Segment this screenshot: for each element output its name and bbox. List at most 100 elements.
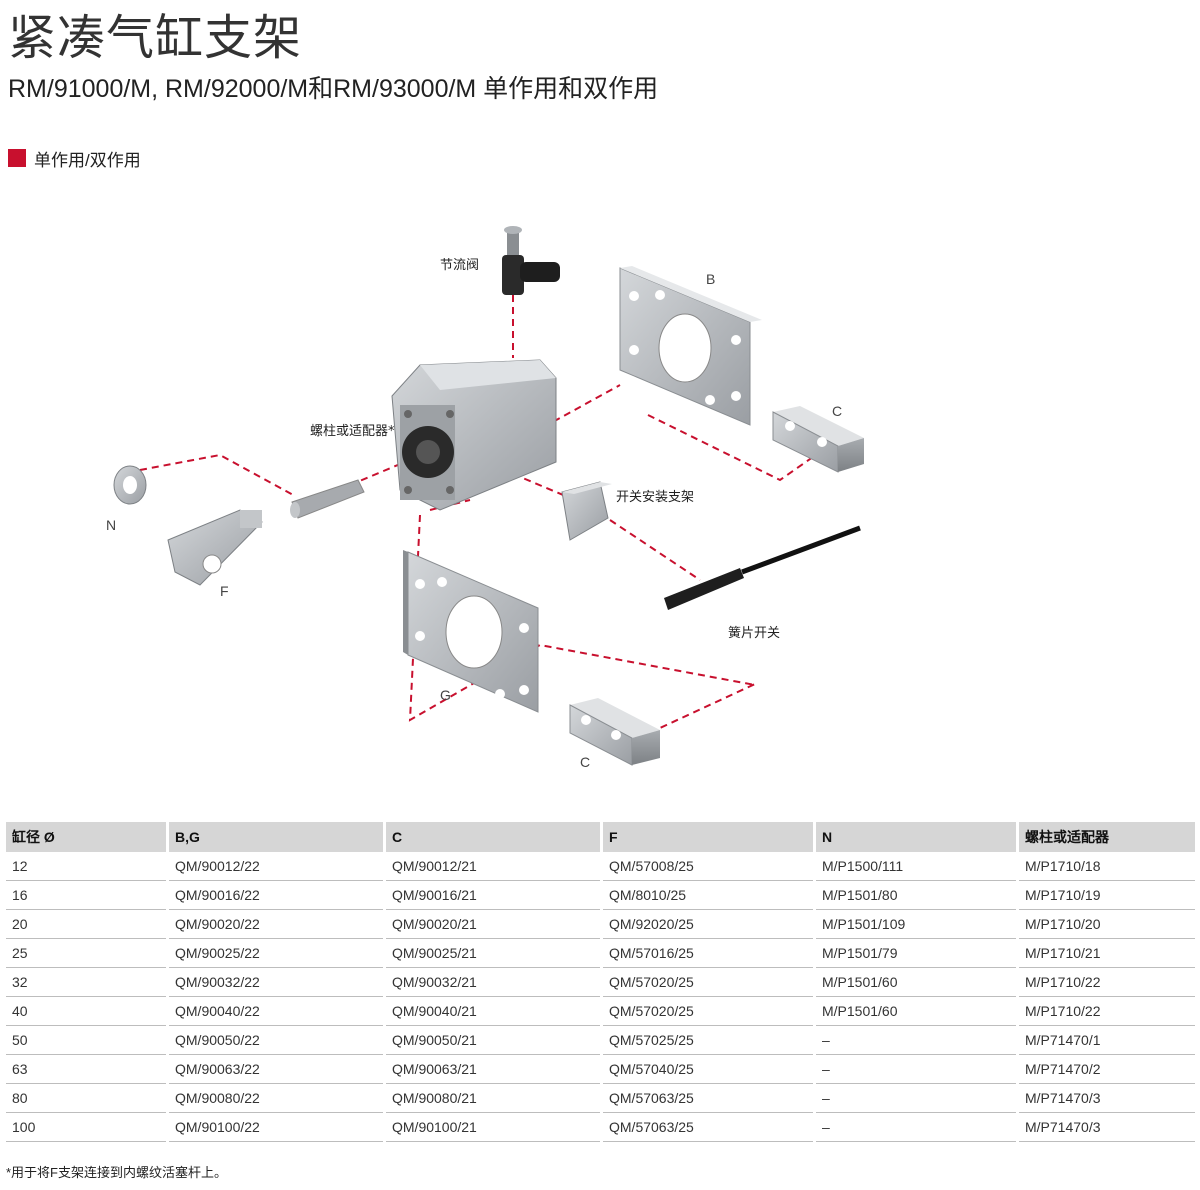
cell-f: QM/8010/25 xyxy=(601,880,816,910)
cell-stud: M/P1710/18 xyxy=(1017,852,1198,881)
cell-stud: M/P1710/22 xyxy=(1017,967,1198,997)
nut-n xyxy=(113,465,147,505)
cell-n: M/P1500/111 xyxy=(814,852,1019,881)
cell-n: – xyxy=(814,1083,1019,1113)
switch-bracket-part xyxy=(561,481,612,541)
label-c-bottom: C xyxy=(580,754,590,770)
cell-stud: M/P71470/3 xyxy=(1017,1112,1198,1142)
section-swatch xyxy=(8,149,26,167)
cell-n: – xyxy=(814,1054,1019,1084)
header-bore: 缸径 Ø xyxy=(6,822,169,852)
cell-bg: QM/90016/22 xyxy=(167,880,386,910)
cell-n: M/P1501/60 xyxy=(814,996,1019,1026)
cell-n: – xyxy=(814,1112,1019,1142)
header-f: F xyxy=(601,822,816,852)
cell-f: QM/57020/25 xyxy=(601,996,816,1026)
cell-bg: QM/90032/22 xyxy=(167,967,386,997)
label-throttle-valve: 节流阀 xyxy=(440,258,479,273)
cell-f: QM/57008/25 xyxy=(601,852,816,881)
cell-c: QM/90032/21 xyxy=(384,967,603,997)
cell-stud: M/P1710/20 xyxy=(1017,909,1198,939)
cell-bore: 32 xyxy=(6,967,169,997)
cell-stud: M/P71470/1 xyxy=(1017,1025,1198,1055)
cylinder-body xyxy=(391,359,557,511)
cell-f: QM/92020/25 xyxy=(601,909,816,939)
clevis-f xyxy=(167,509,263,586)
label-n: N xyxy=(106,517,116,533)
cell-bg: QM/90100/22 xyxy=(167,1112,386,1142)
cell-stud: M/P1710/21 xyxy=(1017,938,1198,968)
block-c-top xyxy=(772,406,864,473)
cell-bg: QM/90063/22 xyxy=(167,1054,386,1084)
header-n: N xyxy=(814,822,1019,852)
cell-n: M/P1501/109 xyxy=(814,909,1019,939)
cell-bore: 63 xyxy=(6,1054,169,1084)
cell-bore: 80 xyxy=(6,1083,169,1113)
cell-n: M/P1501/60 xyxy=(814,967,1019,997)
flange-bracket-b xyxy=(619,266,762,426)
cell-c: QM/90063/21 xyxy=(384,1054,603,1084)
cell-c: QM/90025/21 xyxy=(384,938,603,968)
cell-c: QM/90080/21 xyxy=(384,1083,603,1113)
block-c-bottom xyxy=(569,698,660,766)
cell-stud: M/P71470/2 xyxy=(1017,1054,1198,1084)
table-header-row: 缸径 Ø B,G C F N 螺柱或适配器 xyxy=(6,822,1198,852)
page-subtitle: RM/91000/M, RM/92000/M和RM/93000/M 单作用和双作… xyxy=(8,75,659,103)
label-stud-adapter: 螺柱或适配器* xyxy=(310,424,395,439)
label-c-top: C xyxy=(832,403,842,419)
cell-bore: 20 xyxy=(6,909,169,939)
flange-bracket-g xyxy=(403,550,539,713)
cell-c: QM/90040/21 xyxy=(384,996,603,1026)
cell-c: QM/90012/21 xyxy=(384,852,603,881)
cell-bore: 100 xyxy=(6,1112,169,1142)
cell-c: QM/90016/21 xyxy=(384,880,603,910)
cell-n: M/P1501/80 xyxy=(814,880,1019,910)
cell-c: QM/90050/21 xyxy=(384,1025,603,1055)
label-switch-bracket: 开关安装支架 xyxy=(616,490,694,505)
cell-bg: QM/90050/22 xyxy=(167,1025,386,1055)
throttle-valve-part xyxy=(502,226,560,295)
cell-stud: M/P71470/3 xyxy=(1017,1083,1198,1113)
cell-c: QM/90100/21 xyxy=(384,1112,603,1142)
label-reed-switch: 簧片开关 xyxy=(728,625,780,641)
cell-bg: QM/90020/22 xyxy=(167,909,386,939)
cell-bore: 12 xyxy=(6,852,169,881)
label-b: B xyxy=(706,271,715,287)
cell-bg: QM/90080/22 xyxy=(167,1083,386,1113)
cell-f: QM/57025/25 xyxy=(601,1025,816,1055)
cell-bg: QM/90025/22 xyxy=(167,938,386,968)
stud-part xyxy=(290,479,365,519)
cell-f: QM/57020/25 xyxy=(601,967,816,997)
cell-f: QM/57063/25 xyxy=(601,1112,816,1142)
cell-stud: M/P1710/22 xyxy=(1017,996,1198,1026)
cell-bore: 16 xyxy=(6,880,169,910)
header-stud-adapter: 螺柱或适配器 xyxy=(1017,822,1198,852)
cell-bore: 50 xyxy=(6,1025,169,1055)
header-c: C xyxy=(384,822,603,852)
cell-n: – xyxy=(814,1025,1019,1055)
page-title: 紧凑气缸支架 xyxy=(8,10,303,66)
exploded-assembly-diagram: 节流阀 B C 螺柱或适配器* N xyxy=(106,226,864,770)
cell-f: QM/57063/25 xyxy=(601,1083,816,1113)
label-f: F xyxy=(220,583,229,599)
footnote: *用于将F支架连接到内螺纹活塞杆上。 xyxy=(6,1165,228,1180)
cell-bg: QM/90040/22 xyxy=(167,996,386,1026)
cell-bg: QM/90012/22 xyxy=(167,852,386,881)
cell-bore: 25 xyxy=(6,938,169,968)
section-label: 单作用/双作用 xyxy=(34,150,141,170)
cell-c: QM/90020/21 xyxy=(384,909,603,939)
header-bg: B,G xyxy=(167,822,386,852)
cell-n: M/P1501/79 xyxy=(814,938,1019,968)
cell-f: QM/57040/25 xyxy=(601,1054,816,1084)
